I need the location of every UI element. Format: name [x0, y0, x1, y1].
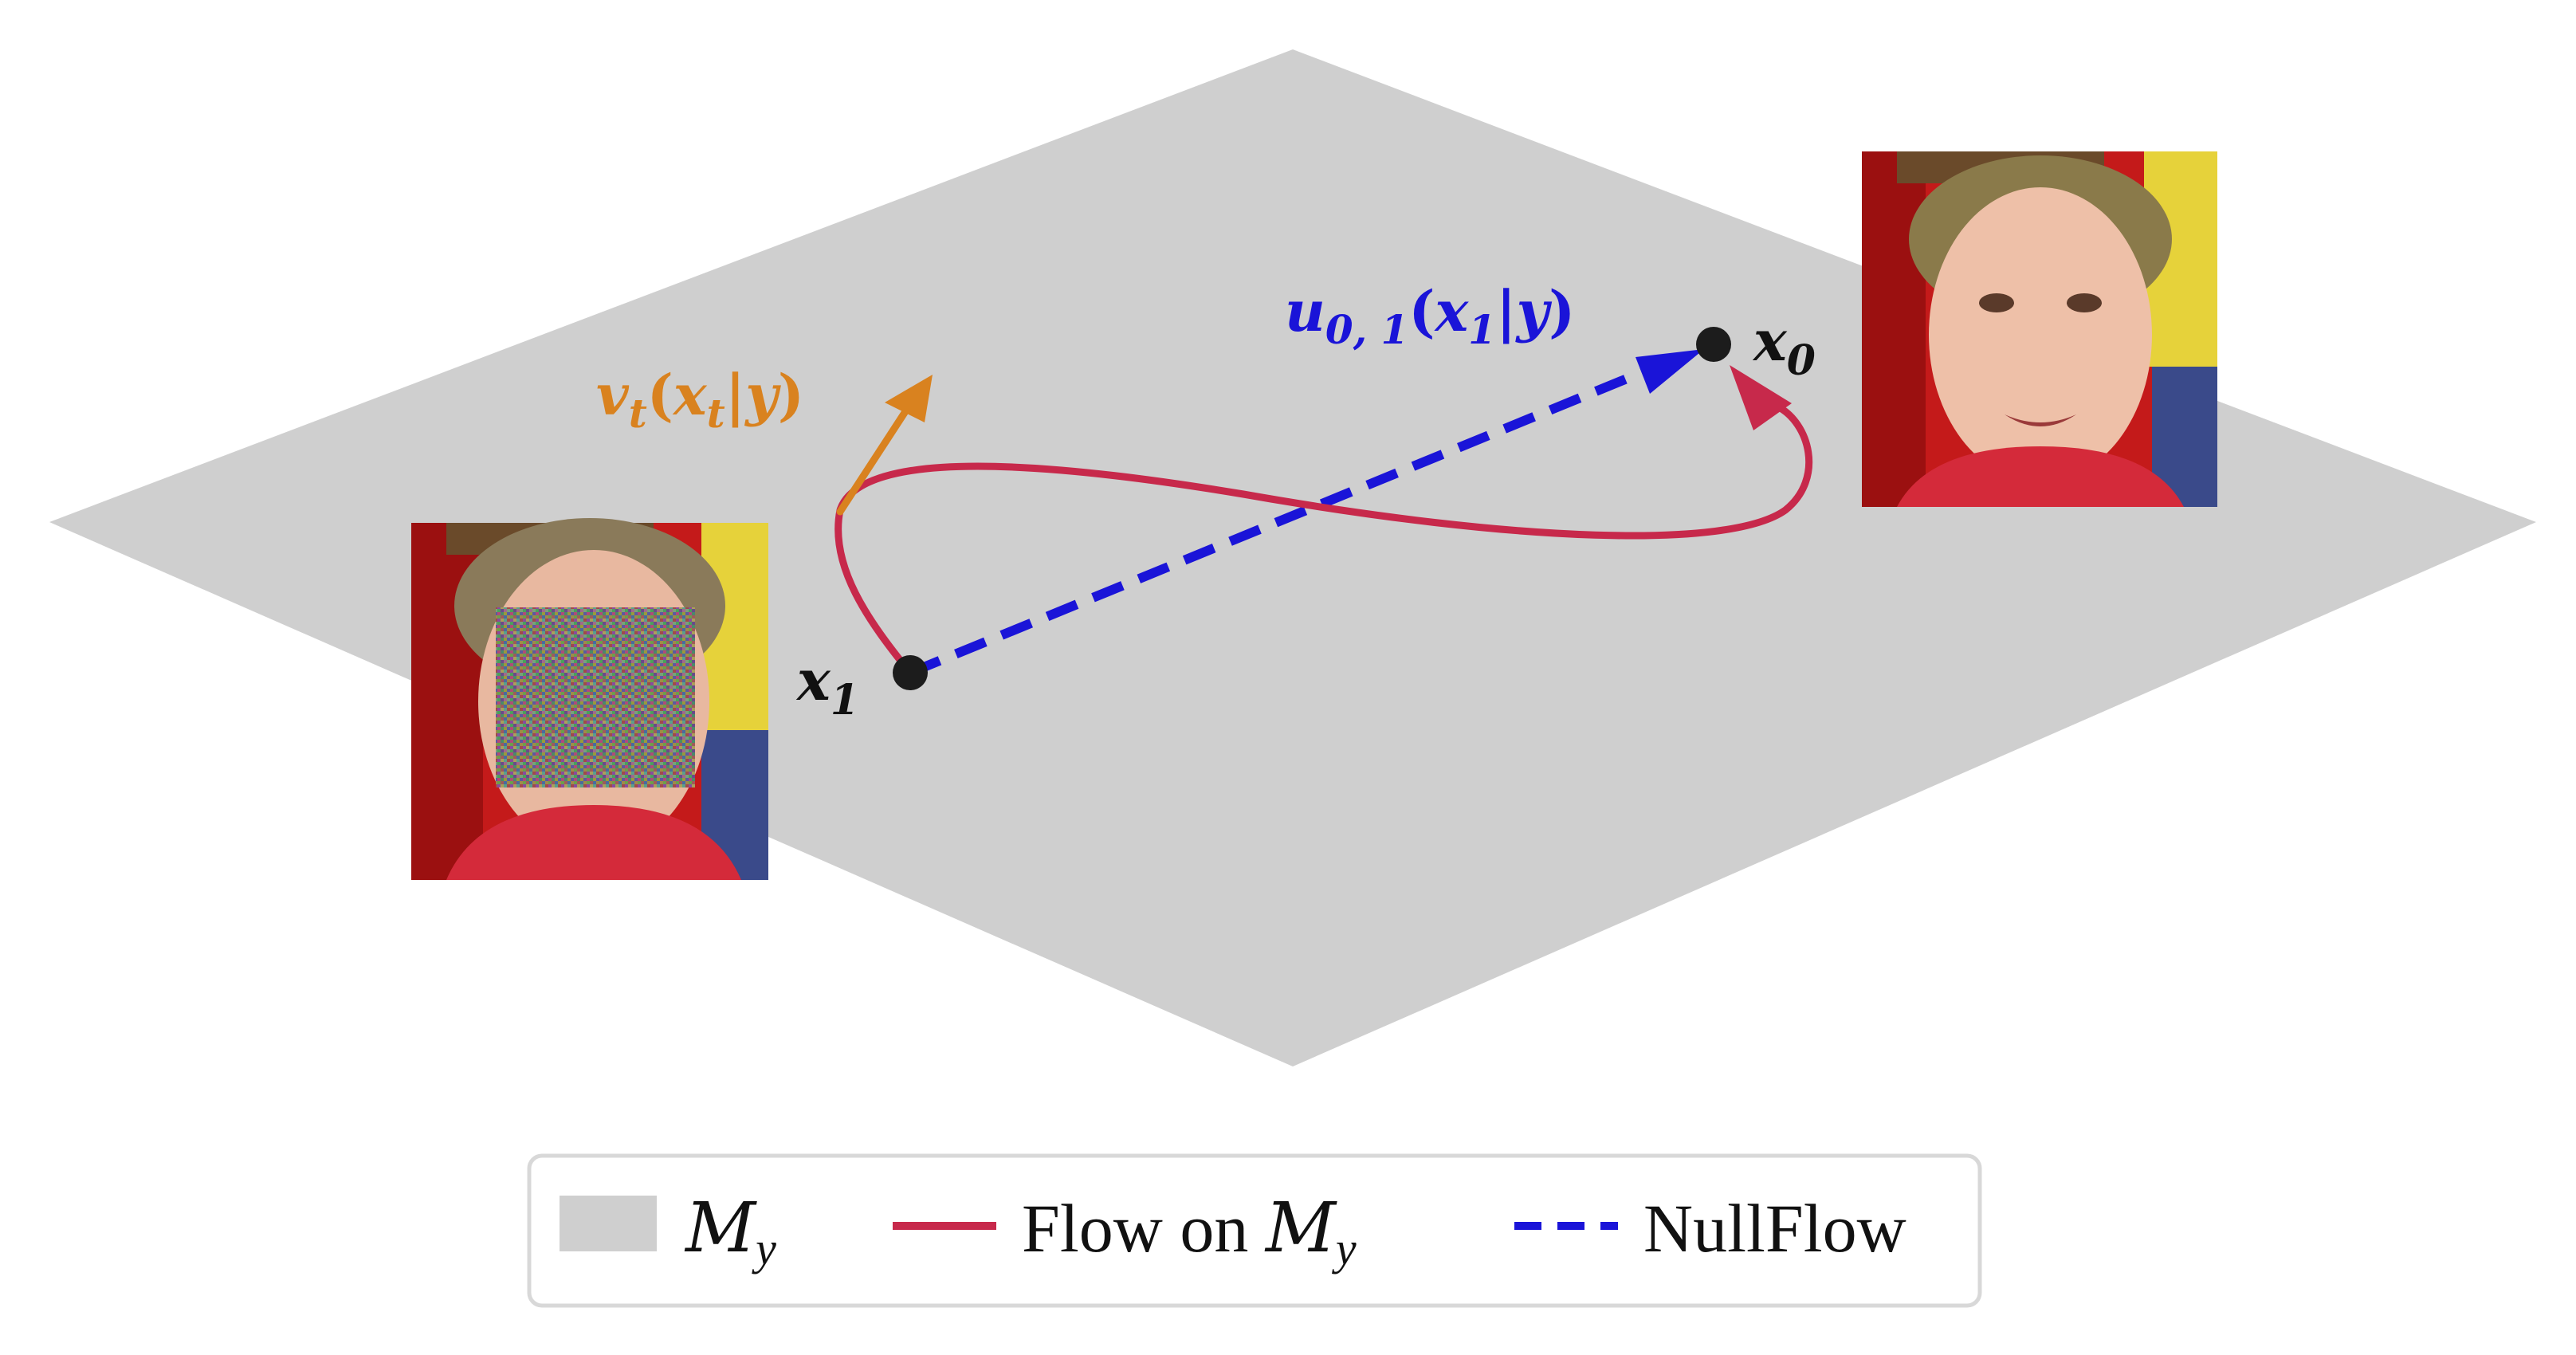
point-x0 — [1696, 327, 1731, 362]
legend-box — [527, 1153, 1982, 1308]
label-nullflow-velocity: u0, 1(x1|y) — [1285, 278, 1575, 353]
legend: My Flow on My NullFlow — [527, 1153, 1982, 1308]
nullflow-line — [908, 358, 1668, 678]
point-x1 — [893, 655, 928, 690]
legend-label-manifold: My — [684, 1188, 776, 1274]
label-x0: x0 — [1752, 308, 1816, 385]
label-x1: x1 — [795, 647, 859, 725]
flow-curve — [834, 403, 1813, 677]
legend-label-flow: Flow on My — [1022, 1188, 1357, 1274]
noise-patch — [496, 607, 695, 787]
flow-arrowhead — [1730, 365, 1792, 430]
label-velocity: vt(xt|y) — [596, 362, 804, 437]
nullflow-arrowhead — [1636, 349, 1704, 394]
noisy-face-image — [411, 518, 768, 880]
clean-face-image — [1862, 151, 2217, 507]
velocity-arrow-shaft — [836, 403, 913, 516]
legend-swatch-manifold — [560, 1196, 657, 1251]
legend-label-nullflow: NullFlow — [1643, 1190, 1906, 1267]
velocity-arrowhead — [885, 375, 933, 422]
